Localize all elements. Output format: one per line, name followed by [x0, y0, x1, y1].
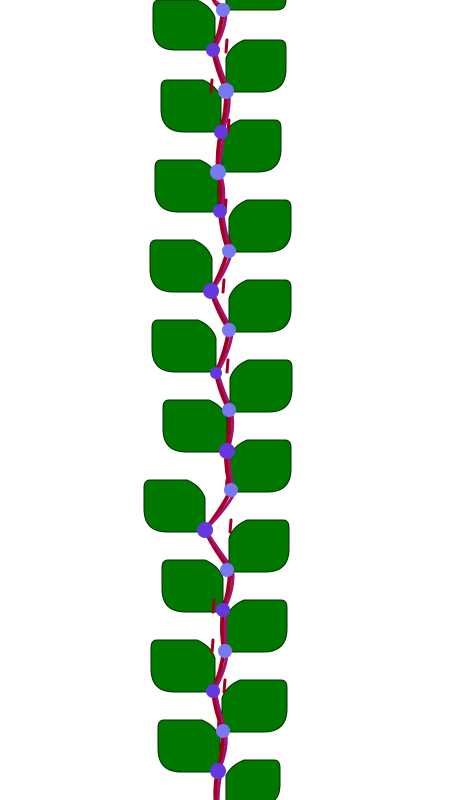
node-dot-icon	[218, 83, 234, 99]
node-dot-icon	[213, 204, 227, 218]
leaf-icon	[221, 679, 288, 733]
leaf-icon	[160, 79, 222, 133]
node-dot-icon	[206, 684, 220, 698]
vine-tendril	[222, 678, 227, 694]
leaf-icon	[151, 319, 217, 373]
vine-tendril	[225, 358, 230, 374]
leaf-icon	[228, 199, 292, 253]
node-dot-icon	[210, 164, 226, 180]
leaf-icon	[157, 719, 221, 773]
vine-tendril	[224, 38, 229, 54]
node-dot-icon	[222, 323, 236, 337]
node-dot-icon	[218, 644, 232, 658]
vine-tendril	[206, 532, 234, 570]
node-dot-icon	[222, 403, 236, 417]
node-dot-icon	[206, 43, 220, 57]
vine-tendril	[228, 518, 233, 534]
vine-tendril	[211, 598, 216, 614]
node-dot-icon	[216, 724, 230, 738]
vine-tendril	[216, 332, 234, 373]
node-dot-icon	[210, 367, 222, 379]
node-dot-icon	[220, 563, 234, 577]
leaf-icon	[221, 119, 282, 173]
leaf-icon	[162, 399, 228, 453]
leaves-group	[143, 0, 293, 800]
node-dot-icon	[214, 125, 228, 139]
node-dot-icon	[203, 283, 219, 299]
leaf-icon	[225, 599, 288, 653]
node-dot-icon	[224, 483, 238, 497]
leaf-icon	[225, 0, 287, 11]
leaf-icon	[154, 159, 219, 213]
leaf-icon	[228, 279, 292, 333]
node-dot-icon	[210, 763, 226, 779]
vine-tendril	[221, 278, 226, 294]
leaf-icon	[225, 759, 281, 800]
node-dot-icon	[216, 3, 230, 17]
node-dot-icon	[216, 603, 230, 617]
leaf-icon	[228, 439, 292, 493]
node-dot-icon	[219, 443, 235, 459]
nodes-group	[197, 3, 238, 779]
leaf-icon	[149, 239, 213, 293]
leaf-icon	[152, 0, 216, 51]
leaf-icon	[228, 519, 290, 573]
node-dot-icon	[222, 244, 236, 258]
leaf-icon	[161, 559, 224, 613]
leaf-icon	[229, 359, 293, 413]
leaf-icon	[150, 639, 216, 693]
vine-tendril	[226, 118, 231, 134]
node-dot-icon	[197, 522, 213, 538]
vine-tendril	[223, 612, 228, 650]
leaf-icon	[225, 39, 287, 93]
vine-tendril	[210, 638, 215, 654]
leaf-icon	[143, 479, 206, 533]
vine-tendril	[209, 78, 214, 94]
